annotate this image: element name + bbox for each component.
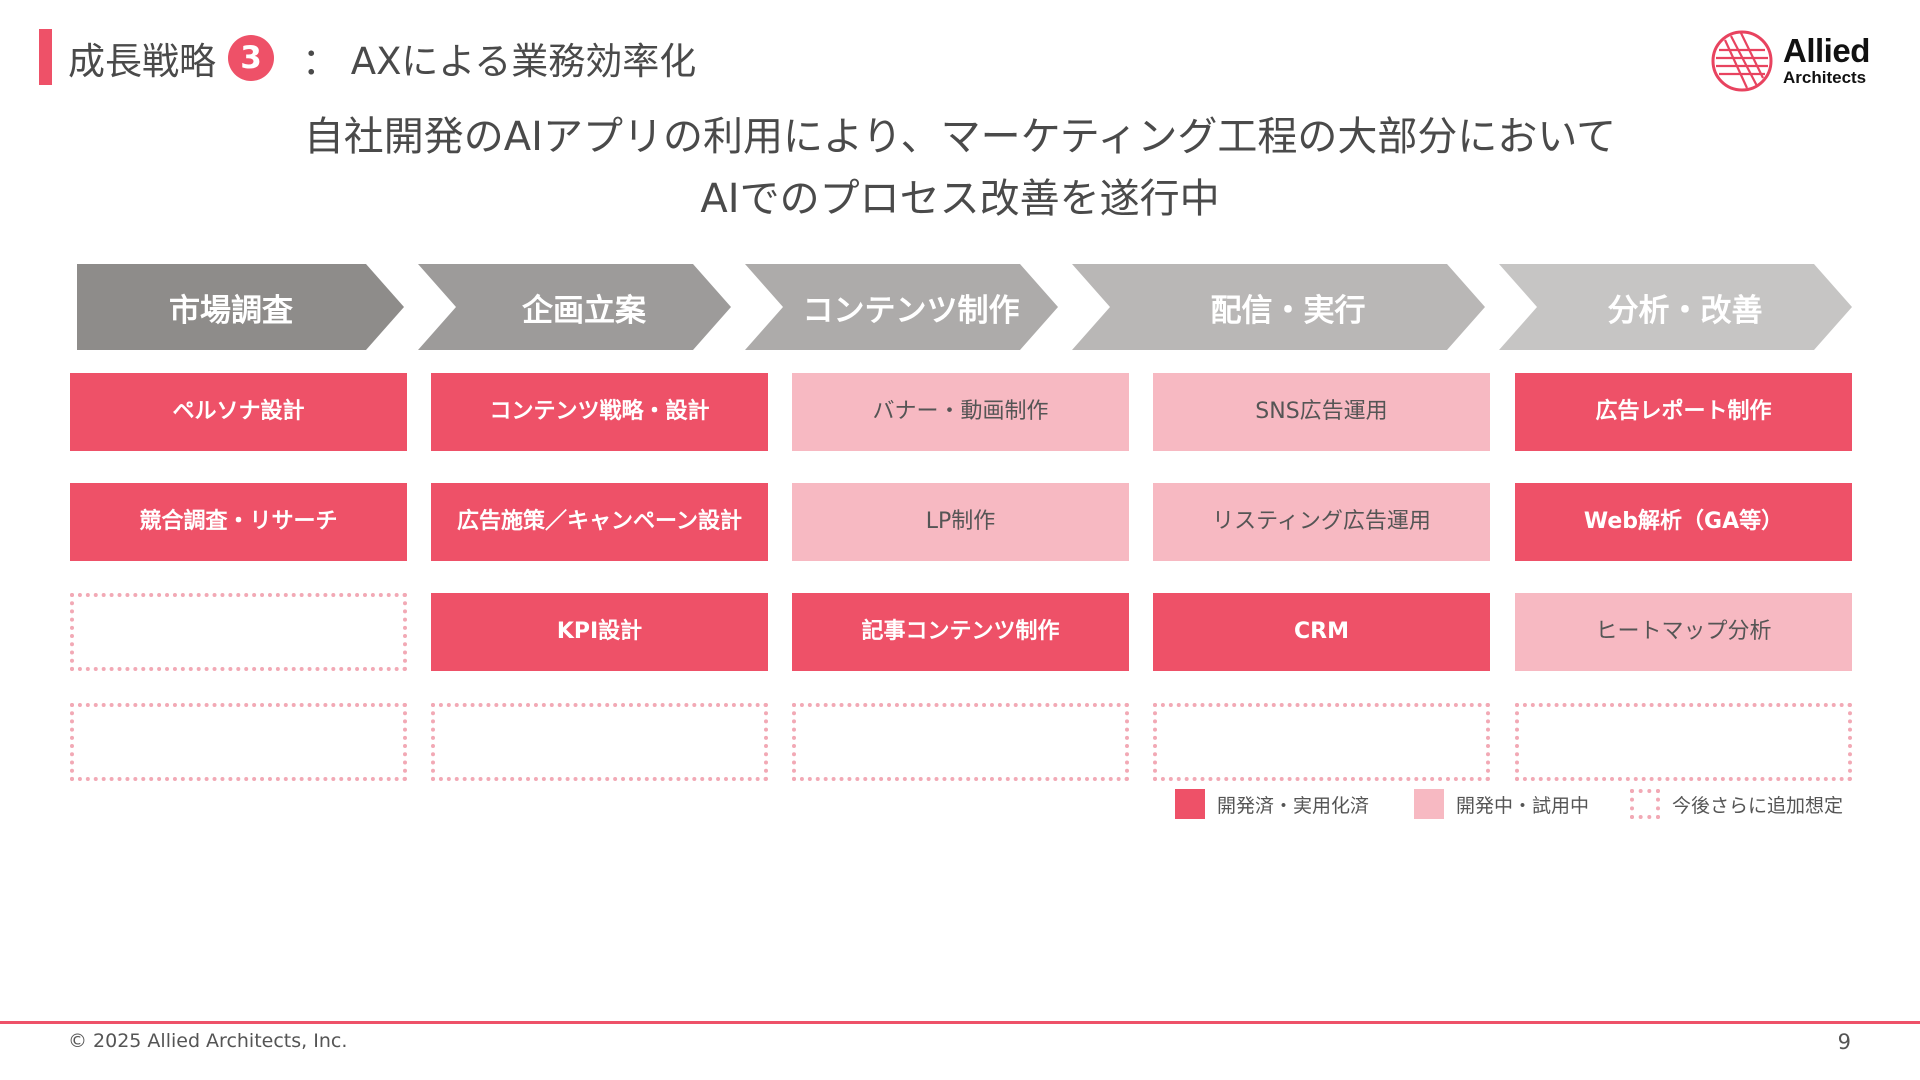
task-card: ヒートマップ分析 xyxy=(1515,593,1852,671)
headline: 自社開発のAIアプリの利用により、マーケティング工程の大部分において AIでのプ… xyxy=(0,106,1920,230)
footer-divider xyxy=(0,1021,1920,1024)
phase-chevron-2 xyxy=(418,264,731,350)
planned-task-placeholder xyxy=(70,593,407,671)
task-card: SNS広告運用 xyxy=(1153,373,1490,451)
legend-label-dev: 開発中・試用中 xyxy=(1456,794,1590,817)
legend-done: 開発済・実用化済 xyxy=(1175,788,1369,820)
task-card: コンテンツ戦略・設計 xyxy=(431,373,768,451)
task-card: LP制作 xyxy=(792,483,1129,561)
phase-label-3: コンテンツ制作 xyxy=(802,292,1020,329)
copyright: © 2025 Allied Architects, Inc. xyxy=(68,1030,348,1052)
logo-text-line2: Architects xyxy=(1783,68,1867,87)
planned-task-placeholder xyxy=(431,703,768,781)
task-card: ペルソナ設計 xyxy=(70,373,407,451)
planned-task-placeholder xyxy=(1515,703,1852,781)
legend-swatch-done xyxy=(1175,789,1205,819)
legend-swatch-future xyxy=(1630,789,1660,819)
task-card: バナー・動画制作 xyxy=(792,373,1129,451)
phase-chevron-4 xyxy=(1072,264,1485,350)
task-card: Web解析（GA等） xyxy=(1515,483,1852,561)
legend-label-future: 今後さらに追加想定 xyxy=(1672,794,1844,817)
phase-label-4: 配信・実行 xyxy=(1210,292,1366,329)
step-number-badge: 3 xyxy=(228,35,274,81)
chevron-arrows xyxy=(77,264,1852,350)
phase-chevron-3 xyxy=(745,264,1058,350)
task-card: CRM xyxy=(1153,593,1490,671)
phase-chevron-5 xyxy=(1499,264,1852,350)
phase-label-1: 市場調査 xyxy=(169,292,293,329)
phase-label-5: 分析・改善 xyxy=(1607,292,1763,329)
legend-future: 今後さらに追加想定 xyxy=(1630,788,1843,820)
task-card: リスティング広告運用 xyxy=(1153,483,1490,561)
title-accent-bar xyxy=(39,29,52,85)
phase-label-2: 企画立案 xyxy=(522,292,646,329)
phase-chevron-1 xyxy=(77,264,404,350)
legend-swatch-dev xyxy=(1414,789,1444,819)
logo-mark-icon xyxy=(1711,30,1773,92)
task-card: 記事コンテンツ制作 xyxy=(792,593,1129,671)
process-phase-chevrons: 市場調査 企画立案 コンテンツ制作 配信・実行 分析・改善 xyxy=(77,264,1852,350)
logo-text-line1: Allied xyxy=(1783,32,1870,69)
planned-task-placeholder xyxy=(70,703,407,781)
headline-line-2: AIでのプロセス改善を遂行中 xyxy=(700,176,1220,222)
task-card: 競合調査・リサーチ xyxy=(70,483,407,561)
company-logo: Allied Architects xyxy=(1707,28,1877,98)
title-text: ： AXによる業務効率化 xyxy=(302,40,697,83)
title-prefix: 成長戦略 xyxy=(68,40,216,83)
task-card: KPI設計 xyxy=(431,593,768,671)
task-card: 広告レポート制作 xyxy=(1515,373,1852,451)
headline-line-1: 自社開発のAIアプリの利用により、マーケティング工程の大部分において xyxy=(303,114,1617,160)
legend-label-done: 開発済・実用化済 xyxy=(1217,794,1370,817)
legend-dev: 開発中・試用中 xyxy=(1414,788,1589,820)
task-card: 広告施策／キャンペーン設計 xyxy=(431,483,768,561)
planned-task-placeholder xyxy=(792,703,1129,781)
planned-task-placeholder xyxy=(1153,703,1490,781)
page-title: 成長戦略 3 ： AXによる業務効率化 xyxy=(68,30,696,86)
page-number: 9 xyxy=(1837,1030,1851,1054)
